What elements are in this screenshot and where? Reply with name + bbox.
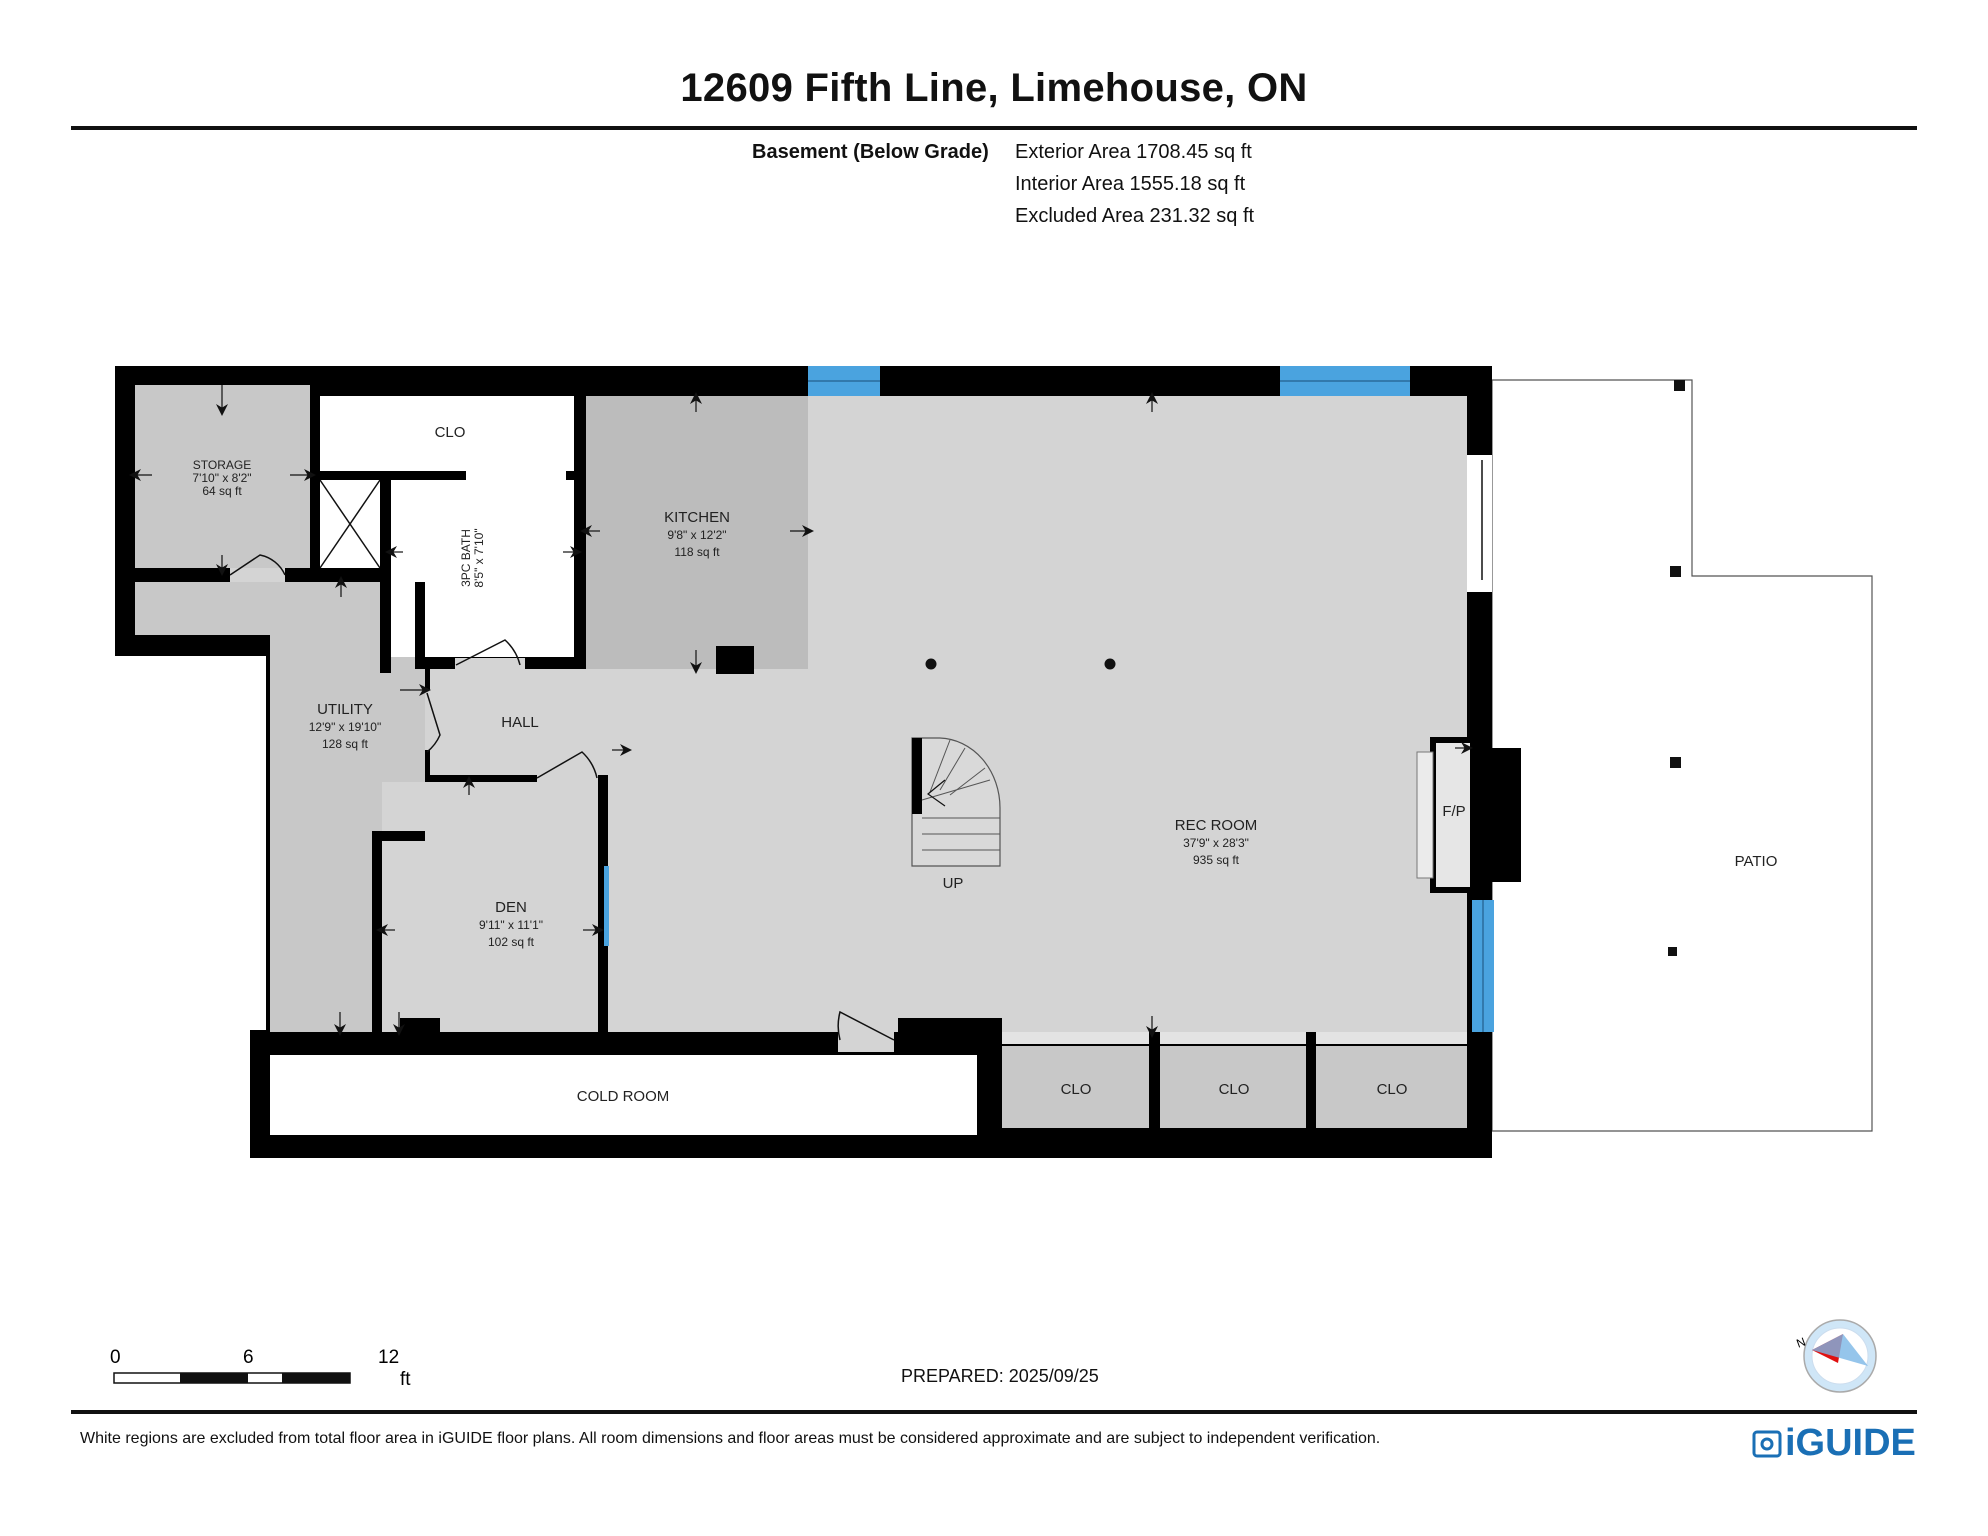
kitchen-dims: 9'8" x 12'2"	[667, 528, 726, 542]
den-dims: 9'11" x 11'1"	[479, 918, 543, 932]
staircase	[911, 737, 1001, 867]
storage-label: STORAGE	[193, 458, 251, 472]
clo-2-label: CLO	[1219, 1081, 1250, 1098]
storage-area: 64 sq ft	[202, 484, 242, 498]
clo-2-floor	[1160, 1046, 1306, 1128]
scale-tick-12: 12	[378, 1347, 399, 1368]
rec-room-dims: 37'9" x 28'3"	[1183, 836, 1249, 850]
den-area: 102 sq ft	[488, 935, 535, 949]
hall-floor	[425, 669, 586, 775]
clo-3-floor	[1316, 1046, 1467, 1128]
utility-dims: 12'9" x 19'10"	[309, 720, 382, 734]
interior-area: Interior Area 1555.18 sq ft	[1015, 173, 1246, 195]
rec-room-area: 935 sq ft	[1193, 853, 1240, 867]
kitchen-label: KITCHEN	[664, 509, 730, 526]
floor-label: Basement (Below Grade)	[752, 141, 989, 163]
stairs-label: UP	[943, 875, 964, 892]
compass-icon: N	[1794, 1319, 1877, 1393]
utility-label: UTILITY	[317, 701, 373, 718]
footer-disclaimer: White regions are excluded from total fl…	[80, 1430, 1381, 1447]
patio-post	[1674, 380, 1685, 391]
support-post	[1104, 658, 1116, 670]
kitchen-floor	[586, 396, 808, 669]
den-label: DEN	[495, 899, 527, 916]
den-floor	[382, 782, 604, 1032]
footer-divider	[71, 1410, 1917, 1414]
clo-top-label: CLO	[435, 424, 466, 441]
cold-room-floor	[270, 1055, 977, 1135]
excluded-area: Excluded Area 231.32 sq ft	[1015, 205, 1255, 227]
clo-1-floor	[1002, 1046, 1149, 1128]
bath-dims: 8'5" x 7'10"	[472, 528, 486, 587]
clo-3-label: CLO	[1377, 1081, 1408, 1098]
compass-north: N	[1794, 1335, 1807, 1351]
patio-outline	[1491, 379, 1873, 1132]
exterior-area: Exterior Area 1708.45 sq ft	[1015, 141, 1252, 163]
patio-post	[1670, 566, 1681, 577]
window	[604, 866, 609, 946]
support-post	[925, 658, 937, 670]
cold-room-label: COLD ROOM	[577, 1088, 670, 1105]
patio-post	[1668, 947, 1677, 956]
brand-logo: iGUIDE	[1752, 1422, 1916, 1465]
scale-unit: ft	[400, 1369, 411, 1390]
patio-label: PATIO	[1735, 853, 1778, 870]
brand-mark-icon	[1752, 1430, 1782, 1457]
hall-label: HALL	[501, 714, 539, 731]
fireplace-label: F/P	[1442, 803, 1465, 820]
bath-label: 3PC BATH	[459, 529, 473, 587]
clo-top-floor	[320, 396, 582, 471]
page-title: 12609 Fifth Line, Limehouse, ON	[680, 66, 1308, 110]
scale-tick-0: 0	[110, 1347, 121, 1368]
clo-1-label: CLO	[1061, 1081, 1092, 1098]
storage-dims: 7'10" x 8'2"	[192, 471, 251, 485]
kitchen-area: 118 sq ft	[674, 545, 720, 559]
prepared-date: PREPARED: 2025/09/25	[901, 1366, 1099, 1386]
scale-bar: 0 6 12 ft	[110, 1347, 411, 1390]
title-divider	[71, 126, 1917, 130]
patio-post	[1670, 757, 1681, 768]
scale-tick-6: 6	[243, 1347, 254, 1368]
brand-name: iGUIDE	[1785, 1422, 1916, 1464]
rec-room-label: REC ROOM	[1175, 817, 1258, 834]
utility-floor	[135, 582, 425, 1032]
utility-area: 128 sq ft	[322, 737, 369, 751]
